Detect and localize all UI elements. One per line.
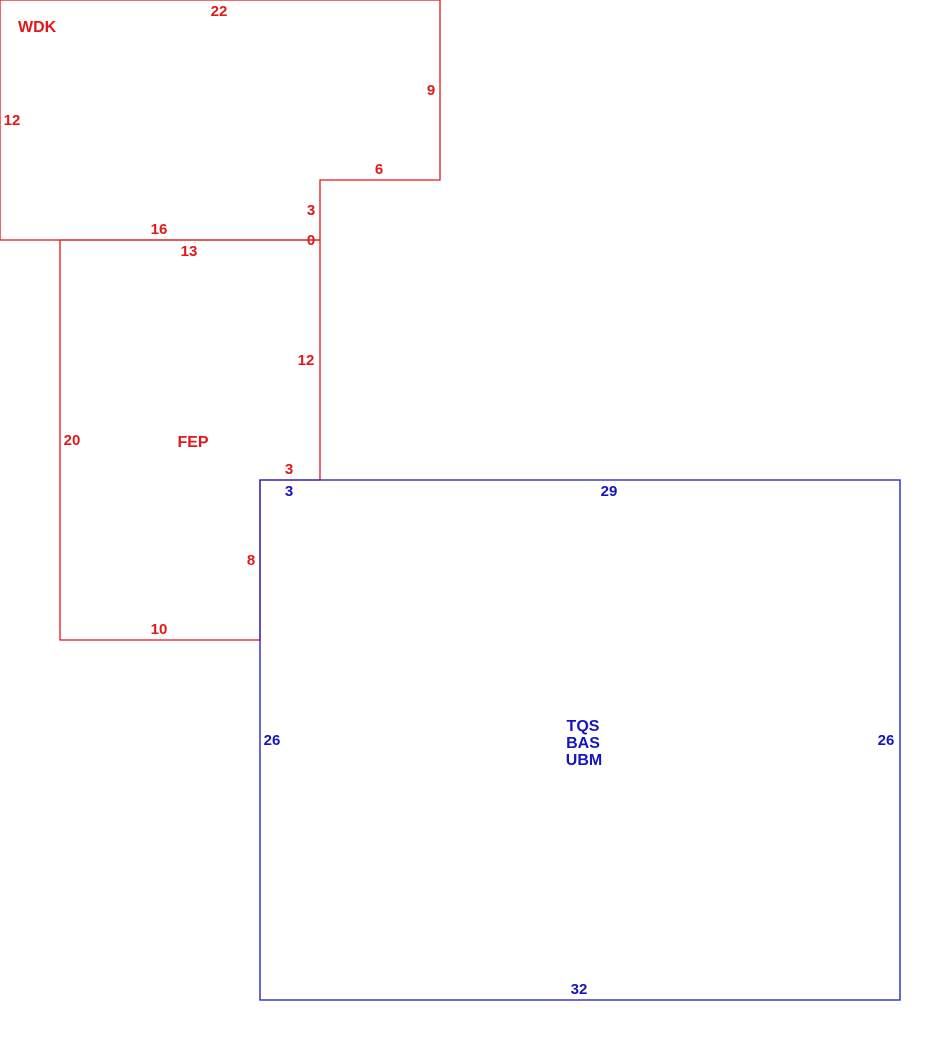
room-fep: FEP 13 12 3 8 10 20 — [59, 239, 321, 641]
room-tqs-dim-top-left: 3 — [285, 483, 293, 500]
room-tqs-dim-left: 26 — [264, 732, 281, 749]
room-wdk-dim-notch: 3 — [307, 202, 315, 219]
room-tqs-outline — [259, 479, 901, 1001]
room-wdk-dim-step: 6 — [375, 161, 383, 178]
room-tqs-name-2: BAS — [566, 735, 600, 752]
room-fep-dim-left: 20 — [64, 432, 81, 449]
room-wdk: WDK 22 9 6 3 0 16 12 — [0, 0, 441, 249]
room-fep-name: FEP — [177, 434, 208, 451]
room-fep-dim-bottom: 10 — [151, 621, 168, 638]
room-tqs: TQS BAS UBM 3 29 26 32 26 — [259, 479, 901, 1001]
room-fep-dim-step: 3 — [285, 461, 293, 478]
room-wdk-dim-bottom: 16 — [151, 221, 168, 238]
room-tqs-dim-bottom: 32 — [571, 981, 588, 998]
room-wdk-dim-right: 9 — [427, 82, 435, 99]
room-tqs-name-1: TQS — [567, 718, 600, 735]
room-tqs-dim-right: 26 — [878, 732, 895, 749]
room-fep-dim-right: 12 — [298, 352, 315, 369]
room-fep-dim-inner: 8 — [247, 552, 255, 569]
room-tqs-name-3: UBM — [566, 752, 602, 769]
room-fep-dim-top: 13 — [181, 243, 198, 260]
room-wdk-dim-top: 22 — [211, 3, 228, 20]
room-wdk-dim-left: 12 — [4, 112, 21, 129]
room-wdk-name: WDK — [18, 19, 57, 36]
room-tqs-dim-top: 29 — [601, 483, 618, 500]
room-wdk-outline — [0, 0, 441, 241]
